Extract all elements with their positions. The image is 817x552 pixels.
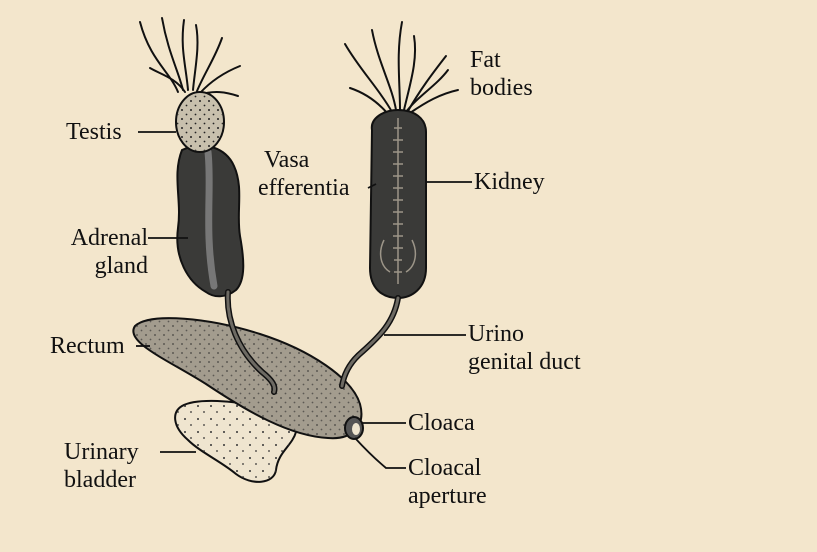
label-urinary-bladder-line2: bladder [64,466,139,494]
label-cloaca: Cloaca [408,409,475,437]
label-adrenal-gland-line1: Adrenal [52,224,148,252]
label-rectum: Rectum [50,332,125,360]
label-urinary-bladder-line1: Urinary [64,438,139,466]
label-vasa-efferentia-line2: efferentia [258,174,350,202]
urino-genital-duct-shape [342,298,398,386]
label-urinary-bladder: Urinary bladder [64,438,139,494]
label-urino-genital-duct-line1: Urino [468,320,581,348]
label-fat-bodies: Fat bodies [470,46,533,102]
label-cloacal-aperture-line1: Cloacal [408,454,487,482]
label-vasa-efferentia: Vasa efferentia [258,146,350,202]
label-fat-bodies-line1: Fat [470,46,533,74]
label-urino-genital-duct-line2: genital duct [468,348,581,376]
label-vasa-efferentia-line1: Vasa [258,146,350,174]
label-adrenal-gland: Adrenal gland [52,224,148,280]
label-fat-bodies-line2: bodies [470,74,533,102]
fat-bodies-right [345,22,458,114]
label-cloacal-aperture: Cloacal aperture [408,454,487,510]
label-kidney: Kidney [474,168,545,196]
label-cloacal-aperture-line2: aperture [408,482,487,510]
label-adrenal-gland-line2: gland [52,252,148,280]
label-urino-genital-duct: Urino genital duct [468,320,581,376]
fat-bodies-left [140,18,240,96]
label-testis: Testis [66,118,122,146]
